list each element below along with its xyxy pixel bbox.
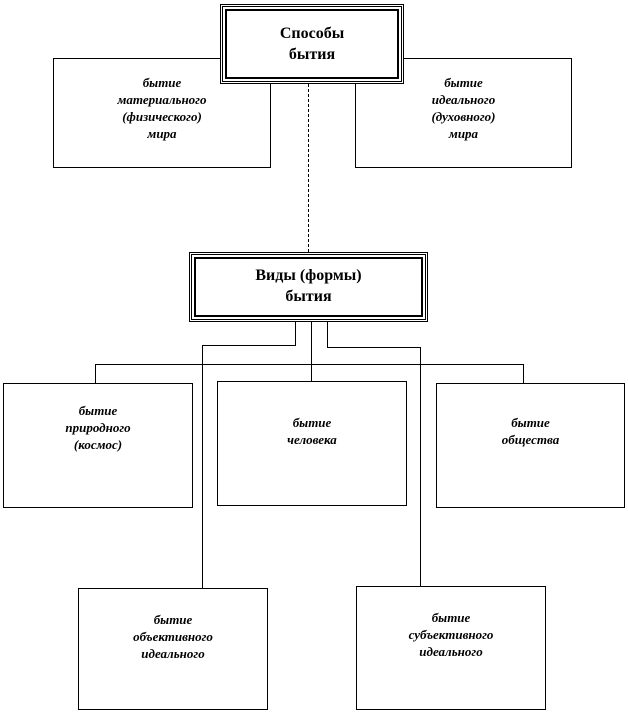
subjective-ideal-line3: идеального: [419, 644, 483, 659]
objective-connector: [202, 322, 296, 588]
nature-being-box: бытие природного (космос): [3, 383, 193, 508]
society-line1: бытие: [511, 415, 550, 430]
forms-of-being-line1: Виды (формы): [255, 267, 362, 284]
material-world-line4: мира: [147, 126, 177, 141]
ideal-world-line4: мира: [448, 126, 479, 141]
subjective-ideal-box: бытие субъективного идеального: [356, 586, 546, 710]
objective-ideal-line3: идеального: [141, 646, 205, 661]
subjective-connector: [327, 322, 421, 588]
material-world-line1: бытие: [142, 75, 182, 90]
ideal-world-line3: (духовного): [431, 109, 496, 124]
nature-line1: бытие: [78, 403, 118, 418]
society-line2: общества: [501, 432, 560, 447]
ideal-world-line2: идеального: [431, 92, 496, 107]
subjective-ideal-line1: бытие: [431, 610, 471, 625]
subjective-ideal-line2: субъективного: [408, 627, 494, 642]
human-line1: бытие: [292, 415, 332, 430]
nature-line2: природного: [65, 420, 131, 435]
objective-ideal-line2: объективного: [133, 629, 213, 644]
forms-of-being-title-box: Виды (формы) бытия: [189, 252, 428, 322]
objective-ideal-box: бытие объективного идеального: [78, 588, 268, 710]
material-world-line3: (физического): [122, 109, 202, 124]
objective-ideal-line1: бытие: [153, 612, 193, 627]
society-being-box: бытие общества: [436, 383, 625, 508]
human-being-box: бытие человека: [217, 381, 407, 506]
material-world-line2: материального: [117, 92, 207, 107]
forms-of-being-line2: бытия: [285, 288, 332, 305]
nature-line3: (космос): [73, 437, 123, 452]
human-line2: человека: [287, 432, 337, 447]
ways-of-being-title-box: Способы бытия: [220, 4, 404, 84]
ways-of-being-line1: Способы: [279, 25, 345, 42]
ways-of-being-line2: бытия: [288, 46, 336, 63]
ideal-world-line1: бытие: [444, 75, 483, 90]
